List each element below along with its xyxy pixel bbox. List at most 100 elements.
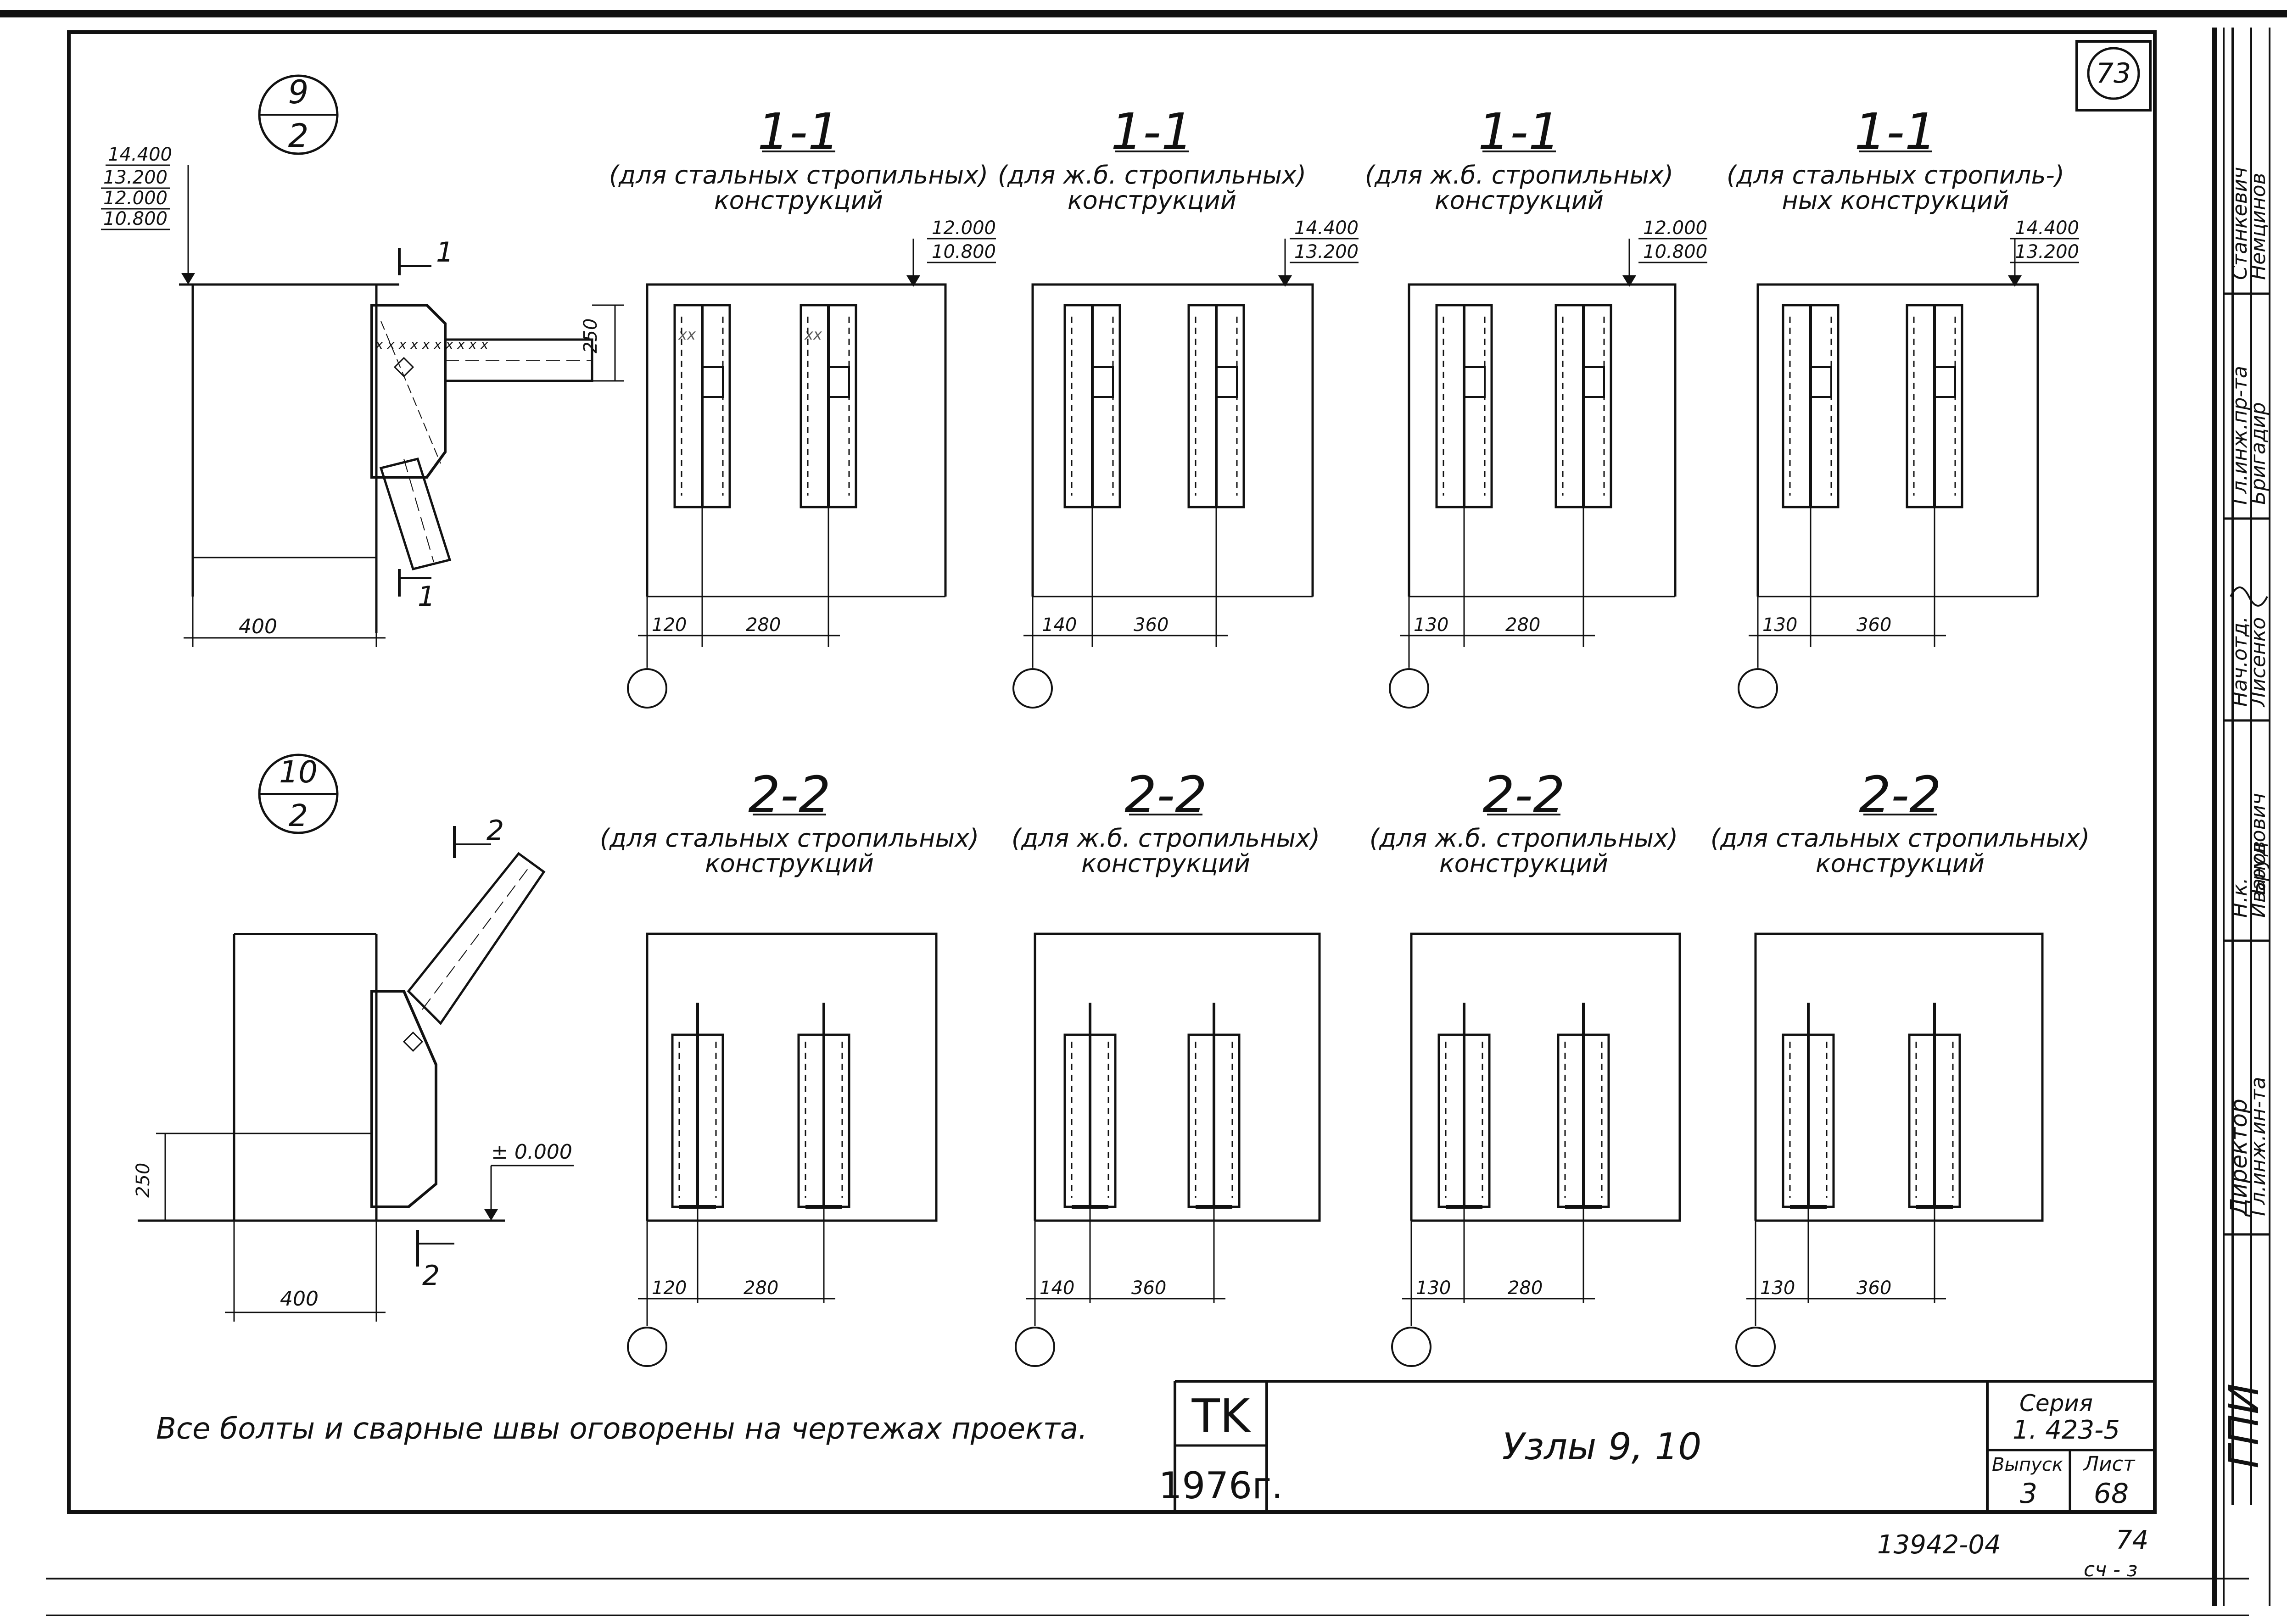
- node-9: 9 2 14.400 13.200 12.000 10.800 x x x x …: [101, 73, 624, 647]
- section-marker-circle: [1012, 668, 1053, 709]
- section-elev-bottom: 10.800: [932, 241, 996, 262]
- node9-elev-1: 14.400: [108, 144, 172, 165]
- list-label: Лист: [2083, 1452, 2136, 1476]
- node10-cut-top: 2: [486, 815, 504, 847]
- stamp-name-4: Лисенко: [2247, 617, 2270, 708]
- section-elev-top: 12.000: [1643, 218, 1707, 239]
- node9-cut-bottom: 1: [418, 580, 435, 613]
- section-dim-a: 120: [652, 1278, 687, 1299]
- section-marker-circle: [1735, 1327, 1776, 1367]
- section-1-1-d: 1-1 (для стальных стропиль-) ных констру…: [1727, 102, 2079, 709]
- section-dim-a: 140: [1042, 614, 1077, 636]
- section-2-2-b: 2-2 (для ж.б. стропильных) конструкций 1…: [1012, 765, 1321, 1367]
- section-dim-b: 360: [1856, 614, 1891, 636]
- stamp-name-2: Немцинов: [2247, 173, 2270, 280]
- node10-marker-bottom: 2: [289, 798, 308, 833]
- node9-cut-top: 1: [436, 236, 453, 268]
- node10-dim-height: 250: [133, 1163, 154, 1198]
- section-caption-2: конструкций: [1816, 849, 1985, 878]
- section-marker-circle: [627, 1327, 667, 1367]
- section-1-1-c: 1-1 (для ж.б. стропильных) конструкций 1…: [1365, 102, 1707, 709]
- node9-elev-3: 12.000: [103, 188, 168, 209]
- section-marker-circle: [1391, 1327, 1431, 1367]
- stamp-name-5: Брудович: [2247, 793, 2270, 895]
- stamp-name-1: Станкевич: [2228, 167, 2252, 280]
- stamp-role-5: Гл.инж.пр-та: [2228, 366, 2252, 505]
- section-dim-a: 130: [1416, 1278, 1451, 1299]
- section-caption-2: конструкций: [714, 186, 883, 215]
- svg-text:xx: xx: [678, 326, 696, 343]
- section-dim-a: 130: [1762, 614, 1797, 636]
- list-value: 68: [2094, 1478, 2129, 1510]
- section-elev-bottom: 10.800: [1643, 241, 1707, 262]
- node10-marker-top: 10: [279, 754, 318, 790]
- node10-dim-width: 400: [280, 1287, 319, 1311]
- side-org: ГПИ: [2220, 1384, 2268, 1468]
- series-value: 1. 423-5: [2013, 1415, 2120, 1445]
- section-caption-2: конструкций: [1081, 849, 1250, 878]
- section-elev-top: 14.400: [1294, 218, 1359, 239]
- section-dim-b: 280: [1508, 1278, 1543, 1299]
- section-dim-a: 140: [1040, 1278, 1074, 1299]
- section-caption-1: (для стальных стропиль-): [1727, 161, 2064, 190]
- section-marker-circle: [1389, 668, 1429, 709]
- section-caption-2: конструкций: [705, 849, 874, 878]
- node10-elevation: ± 0.000: [491, 1140, 572, 1164]
- stamp-bottom: 1976г.: [1158, 1464, 1283, 1507]
- stamp-role-3: Н.к.: [2228, 877, 2252, 918]
- section-caption-1: (для ж.б. стропильных): [998, 161, 1306, 190]
- section-2-2-a: 2-2 (для стальных стропильных) конструкц…: [600, 765, 979, 1367]
- side-stamp: Директор Гл.инж.ин-та Н.к. Нач.отд. Гл.и…: [2220, 28, 2270, 1505]
- node9-marker-bottom: 2: [288, 117, 309, 155]
- sheet-number: 73: [2096, 57, 2131, 89]
- node9-elev-4: 10.800: [103, 208, 168, 229]
- section-2-2-c: 2-2 (для ж.б. стропильных) конструкций 1…: [1370, 765, 1681, 1367]
- section-1-1-a: 1-1 (для стальных стропильных) конструкц…: [609, 102, 996, 709]
- section-elev-bottom: 13.200: [2015, 241, 2079, 262]
- stamp-role-4: Нач.отд.: [2228, 616, 2252, 707]
- section-dim-b: 360: [1134, 614, 1169, 636]
- section-dim-a: 120: [652, 614, 687, 636]
- general-note: Все болты и сварные швы оговорены на чер…: [156, 1412, 1087, 1446]
- svg-text:xx: xx: [804, 326, 822, 343]
- title-block: Все болты и сварные швы оговорены на чер…: [156, 1380, 2155, 1581]
- stamp-top: TK: [1191, 1389, 1251, 1443]
- corner-number: 74: [2116, 1525, 2148, 1555]
- section-caption-1: (для ж.б. стропильных): [1012, 824, 1320, 853]
- section-caption-2: конструкций: [1068, 186, 1236, 215]
- svg-text:x x x x x x x x x x: x x x x x x x x x x: [375, 337, 488, 352]
- section-dim-a: 130: [1760, 1278, 1795, 1299]
- section-dim-b: 360: [1131, 1278, 1166, 1299]
- node9-elev-2: 13.200: [103, 167, 168, 188]
- series-label: Серия: [2019, 1390, 2093, 1417]
- section-elev-bottom: 13.200: [1294, 241, 1359, 262]
- stamp-role-6: Бригадир: [2247, 402, 2270, 505]
- node9-dim-height: 250: [580, 318, 601, 353]
- section-dim-b: 280: [746, 614, 781, 636]
- node-10: 10 2 2 2 ± 0.000 250 400: [133, 753, 574, 1322]
- section-caption-1: (для ж.б. стропильных): [1365, 161, 1673, 190]
- section-caption-2: конструкций: [1435, 186, 1604, 215]
- archive-number: 13942-04: [1877, 1530, 2001, 1560]
- issue-label: Выпуск: [1992, 1454, 2063, 1475]
- section-marker-circle: [627, 668, 667, 709]
- node9-dim-width: 400: [239, 615, 277, 638]
- section-marker-circle: [1738, 668, 1778, 709]
- section-elev-top: 12.000: [932, 218, 996, 239]
- section-caption-1: (для стальных стропильных): [600, 824, 979, 853]
- section-elev-top: 14.400: [2015, 218, 2079, 239]
- section-2-2-d: 2-2 (для стальных стропильных) конструкц…: [1711, 765, 2090, 1367]
- issue-value: 3: [2020, 1478, 2037, 1510]
- corner-note: сч - з: [2084, 1558, 2137, 1581]
- section-dim-b: 360: [1856, 1278, 1891, 1299]
- stamp-role-1: Директор: [2225, 1099, 2252, 1217]
- drawing-title: Узлы 9, 10: [1502, 1425, 1702, 1468]
- section-caption-1: (для ж.б. стропильных): [1370, 824, 1678, 853]
- section-caption-1: (для стальных стропильных): [609, 161, 988, 190]
- section-1-1-b: 1-1 (для ж.б. стропильных) конструкций 1…: [998, 102, 1359, 709]
- section-marker-circle: [1015, 1327, 1055, 1367]
- section-dim-a: 130: [1414, 614, 1448, 636]
- node10-cut-bottom: 2: [422, 1260, 440, 1292]
